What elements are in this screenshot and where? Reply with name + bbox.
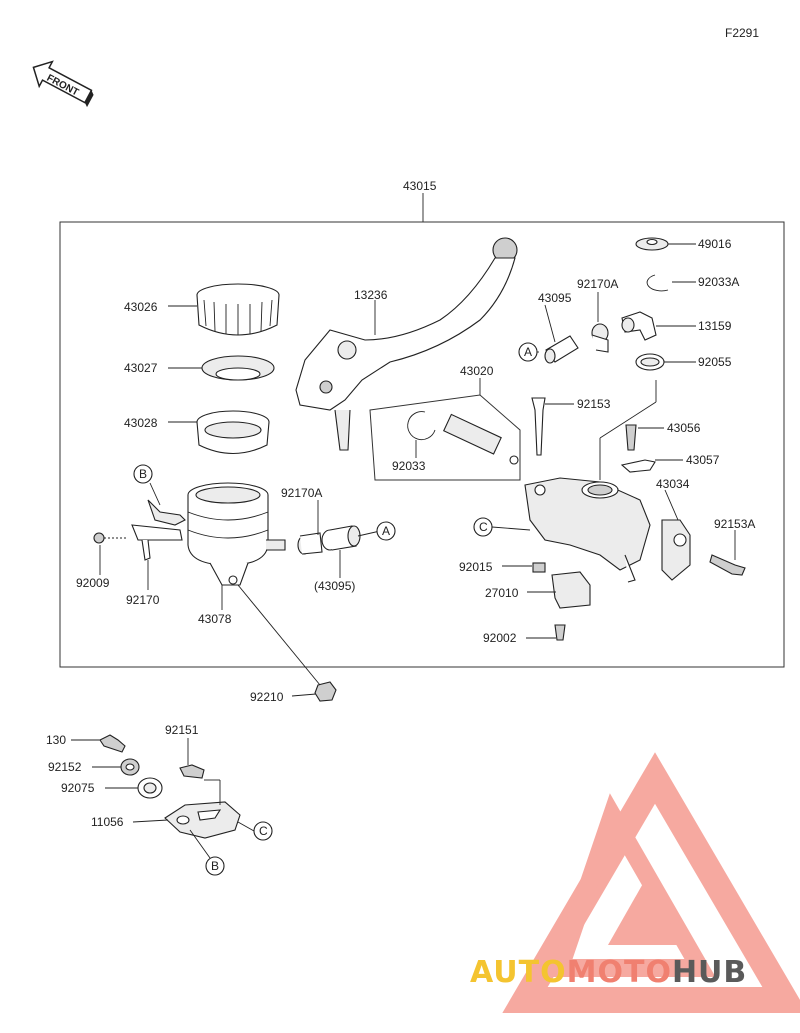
- label-43028: 43028: [124, 416, 158, 430]
- circlip-92033A: [646, 274, 669, 292]
- cap-49016: [635, 237, 669, 251]
- label-43026: 43026: [124, 300, 158, 314]
- cap-43057: [620, 459, 656, 473]
- front-arrow-icon: FRONT: [32, 60, 94, 108]
- reservoir-cap-43026: [196, 283, 280, 336]
- ref-b-2: B: [211, 859, 219, 873]
- label-92210: 92210: [250, 690, 284, 704]
- part-labels: 43026 43027 43028 13236 43095 92170A 490…: [46, 237, 755, 829]
- label-49016: 49016: [698, 237, 732, 251]
- bleeder-43056: [625, 424, 637, 451]
- label-43095-ref: (43095): [314, 579, 355, 593]
- assembly-frame: [59, 221, 785, 668]
- screw-92151: [179, 764, 205, 779]
- leader-lines: [71, 243, 736, 866]
- lever-13236: [295, 237, 518, 451]
- watermark-auto: AUTO: [470, 955, 567, 990]
- diaphragm-43028: [196, 410, 270, 454]
- ref-c-2: C: [259, 824, 268, 838]
- ref-c-1: C: [479, 520, 488, 534]
- label-92055: 92055: [698, 355, 732, 369]
- label-92152: 92152: [48, 760, 82, 774]
- label-13236: 13236: [354, 288, 388, 302]
- label-92153: 92153: [577, 397, 611, 411]
- label-92075: 92075: [61, 781, 95, 795]
- clamp-92170: [131, 499, 186, 561]
- watermark-triangle-inner: [547, 793, 716, 977]
- watermark-triangle-core: [608, 880, 683, 945]
- ref-circle-c-1: [473, 517, 493, 537]
- label-43095: 43095: [538, 291, 572, 305]
- label-11056: 11056: [91, 815, 124, 829]
- watermark-moto: MOTO: [567, 955, 672, 990]
- ref-circle-b-2: [205, 856, 225, 876]
- fitting-13159: [621, 311, 657, 341]
- label-92002: 92002: [483, 631, 517, 645]
- screw-92002: [554, 624, 566, 641]
- label-130: 130: [46, 733, 66, 747]
- watermark-hub: HUB: [672, 955, 747, 990]
- grommet-92075: [137, 777, 163, 799]
- switch-27010: [551, 571, 591, 609]
- bolt-130: [99, 734, 126, 753]
- clamp-holder-43034: [661, 519, 691, 581]
- label-43034: 43034: [656, 477, 690, 491]
- label-92151: 92151: [165, 723, 199, 737]
- ref-circle-a-2: [518, 342, 538, 362]
- oring-92055: [635, 353, 665, 371]
- label-92015: 92015: [459, 560, 493, 574]
- hose-clamp-92170A-top: [591, 323, 609, 353]
- piston-kit-43020: [369, 394, 521, 481]
- label-43020: 43020: [460, 364, 494, 378]
- label-43057: 43057: [686, 453, 720, 467]
- label-13159: 13159: [698, 319, 732, 333]
- label-43056: 43056: [667, 421, 701, 435]
- ref-circle-c-2: [253, 821, 273, 841]
- reservoir-43078: [187, 482, 286, 586]
- watermark-logo: AUTOMOTOHUB: [470, 752, 800, 1013]
- master-cylinder-body: [524, 477, 651, 583]
- bolt-92153A: [709, 554, 746, 576]
- label-92170A-mid: 92170A: [281, 486, 322, 500]
- bracket-11056: [164, 801, 241, 839]
- hose-43095-top: [544, 335, 579, 364]
- label-27010: 27010: [485, 586, 519, 600]
- label-92033: 92033: [392, 459, 426, 473]
- diaphragm-plate-43027: [201, 355, 275, 381]
- label-43027: 43027: [124, 361, 158, 375]
- label-92009: 92009: [76, 576, 110, 590]
- ref-a-1: A: [382, 524, 390, 538]
- label-43078: 43078: [198, 612, 232, 626]
- pin-92153: [531, 397, 546, 456]
- ref-circles: A A B B C C: [133, 342, 538, 876]
- watermark-text: AUTOMOTOHUB: [470, 955, 747, 990]
- label-43015: 43015: [403, 179, 437, 193]
- ref-b-1: B: [139, 467, 147, 481]
- hose-clamp-92170A-mid: [297, 532, 323, 555]
- hose-43095-ref: [321, 525, 361, 551]
- ref-circle-a-1: [376, 521, 396, 541]
- label-92033A: 92033A: [698, 275, 739, 289]
- label-92153A: 92153A: [714, 517, 755, 531]
- nut-92210: [314, 681, 337, 702]
- label-92170: 92170: [126, 593, 160, 607]
- screw-92009: [93, 532, 128, 544]
- figure-code: F2291: [725, 26, 759, 40]
- ref-a-2: A: [524, 345, 532, 359]
- ref-circle-b-1: [133, 464, 153, 484]
- nut-92015: [532, 562, 546, 573]
- label-92170A-top: 92170A: [577, 277, 618, 291]
- washer-92152: [120, 758, 140, 776]
